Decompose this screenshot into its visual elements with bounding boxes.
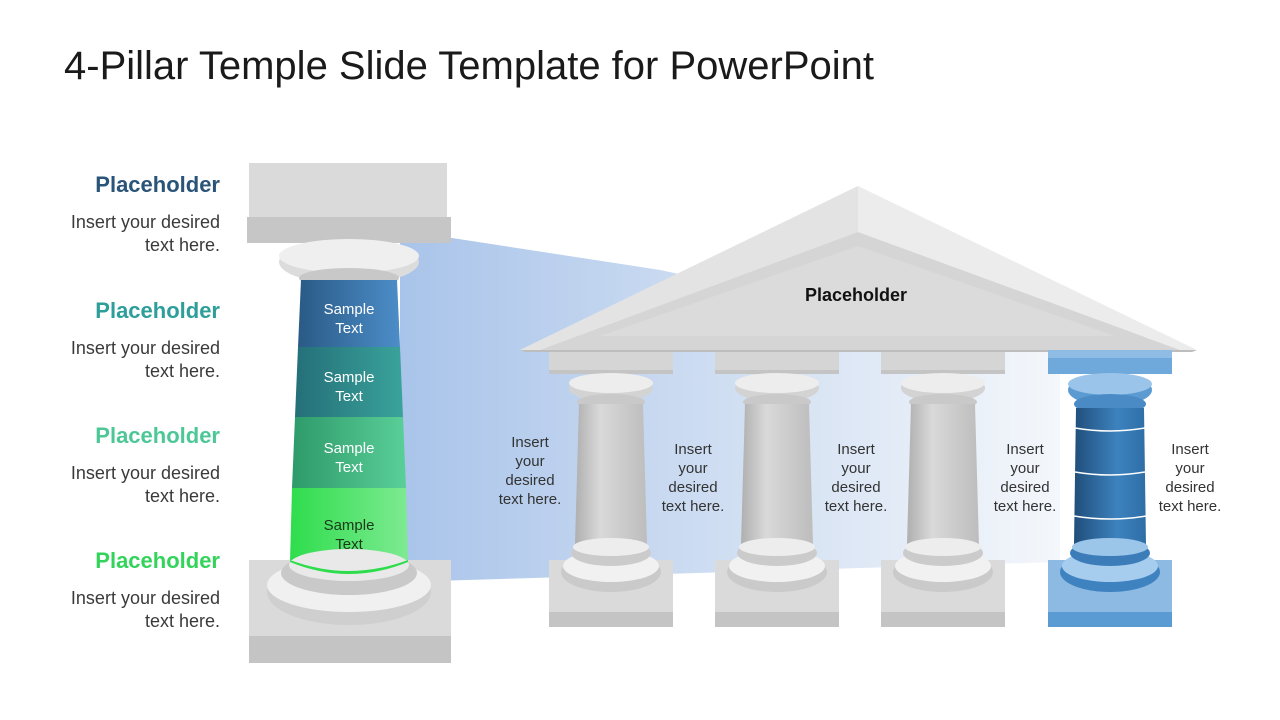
light-beam xyxy=(400,230,1060,582)
placeholder-desc-1: Insert your desired text here. xyxy=(71,211,220,257)
column-text-5: Insert your desired text here. xyxy=(1145,440,1235,516)
column-text-line: your xyxy=(841,460,871,477)
column-text-line: desired xyxy=(1165,479,1215,496)
column-text-line: your xyxy=(678,460,708,477)
segment-label-3-line1: Sample xyxy=(324,440,375,457)
column-text-line: text here. xyxy=(661,498,725,515)
column-text-line: desired xyxy=(668,479,718,496)
desc-line: Insert your desired xyxy=(70,338,220,358)
column-text-line: text here. xyxy=(1158,498,1222,515)
desc-line: text here. xyxy=(144,486,220,506)
desc-line: Insert your desired xyxy=(70,588,220,608)
column-text-line: Insert xyxy=(511,434,549,451)
column-text-line: Insert xyxy=(674,441,712,458)
placeholder-desc-4: Insert your desired text here. xyxy=(71,587,220,633)
big-pillar: Sample Text Sample Text Sample Text Samp… xyxy=(247,163,451,663)
temple-column-4-highlighted xyxy=(1048,350,1172,627)
column-text-line: Insert xyxy=(1006,441,1044,458)
column-text-line: text here. xyxy=(993,498,1057,515)
column-text-line: text here. xyxy=(824,498,888,515)
temple-roof xyxy=(520,186,1197,352)
segment-label-1-line2: Text xyxy=(335,320,363,337)
desc-line: text here. xyxy=(144,611,220,631)
column-text-line: desired xyxy=(1000,479,1050,496)
desc-line: text here. xyxy=(144,235,220,255)
column-text-1: Insert your desired text here. xyxy=(485,433,575,509)
column-text-line: your xyxy=(1010,460,1040,477)
temple-column-2 xyxy=(715,352,839,627)
column-text-line: your xyxy=(1175,460,1205,477)
segment-label-4-line1: Sample xyxy=(324,517,375,534)
column-text-line: text here. xyxy=(498,491,562,508)
roof-placeholder-label: Placeholder xyxy=(804,285,908,305)
column-text-line: desired xyxy=(831,479,881,496)
column-text-line: Insert xyxy=(1171,441,1209,458)
pillar-segment-3 xyxy=(292,417,406,488)
segment-label-2-line2: Text xyxy=(335,388,363,405)
placeholder-heading-4: Placeholder xyxy=(95,548,220,573)
segment-label-3-line2: Text xyxy=(335,459,363,476)
pillar-segment-2 xyxy=(295,347,403,417)
column-text-2: Insert your desired text here. xyxy=(648,440,738,516)
segment-label-4-line2: Text xyxy=(335,536,363,553)
desc-line: text here. xyxy=(144,361,220,381)
placeholder-heading-3: Placeholder xyxy=(95,423,220,448)
column-text-line: Insert xyxy=(837,441,875,458)
column-text-line: desired xyxy=(505,472,555,489)
desc-line: Insert your desired xyxy=(70,212,220,232)
column-text-line: your xyxy=(515,453,545,470)
temple-column-1 xyxy=(549,352,673,627)
placeholder-heading-2: Placeholder xyxy=(95,298,220,323)
pillar-segment-1 xyxy=(298,280,400,347)
placeholder-desc-2: Insert your desired text here. xyxy=(71,337,220,383)
temple-column-3 xyxy=(881,352,1005,627)
segment-label-2-line1: Sample xyxy=(324,369,375,386)
slide-title: 4-Pillar Temple Slide Template for Power… xyxy=(64,44,875,88)
placeholder-heading-1: Placeholder xyxy=(95,172,220,197)
placeholder-desc-3: Insert your desired text here. xyxy=(71,462,220,508)
segment-label-1-line1: Sample xyxy=(324,301,375,318)
desc-line: Insert your desired xyxy=(70,463,220,483)
column-text-4: Insert your desired text here. xyxy=(980,440,1070,516)
column-text-3: Insert your desired text here. xyxy=(811,440,901,516)
